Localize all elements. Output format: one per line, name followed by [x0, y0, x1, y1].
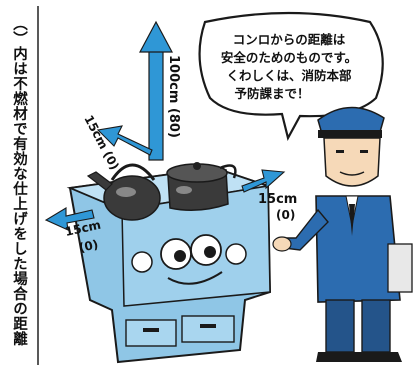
bubble-line-4: 予防課まで！ [234, 86, 309, 101]
side-caption: （）内は不燃材で有効な仕上げをした場合の距離 [11, 16, 27, 346]
right-distance-sub: (0) [276, 208, 295, 222]
bubble-line-2: 安全のためのものです。 [221, 50, 357, 65]
right-arrow-icon [241, 169, 286, 193]
officer-icon [272, 106, 413, 362]
speech-bubble: コンロからの距離は 安全のためのものです。 くわしくは、消防本部 予防課まで！ [198, 11, 384, 142]
up-distance-label: 100cm (80) [166, 55, 181, 138]
back-arrow-icon [96, 125, 153, 156]
upward-arrow-icon [139, 20, 173, 161]
kettle-icon [86, 163, 161, 221]
bubble-line-1: コンロからの距離は [233, 32, 346, 47]
right-distance-value: 15cm [258, 192, 297, 207]
stove-face-icon [160, 234, 223, 285]
bubble-line-3: くわしくは、消防本部 [226, 68, 352, 83]
left-arrow-icon [44, 207, 95, 231]
left-distance-sub: (0) [78, 237, 100, 255]
pot-icon [166, 162, 237, 211]
